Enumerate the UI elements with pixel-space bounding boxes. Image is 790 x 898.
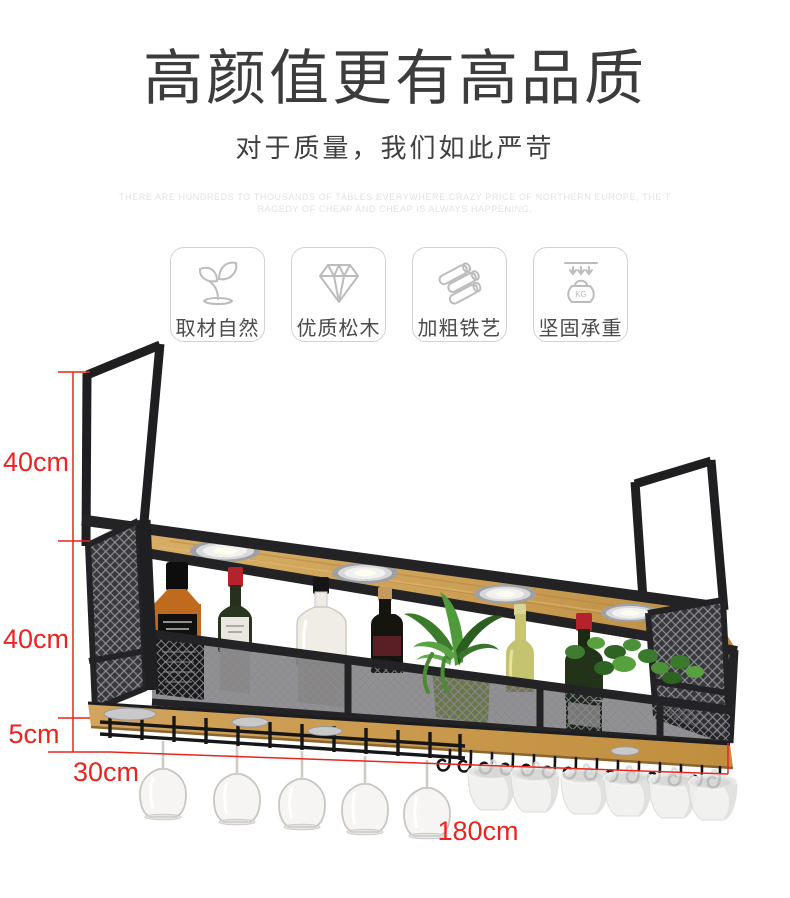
board-top-edge xyxy=(87,701,731,746)
bottle-red-wine-1 xyxy=(218,567,252,652)
cabinet-front-top-rail xyxy=(145,548,738,656)
right-hanging-frame xyxy=(630,456,729,615)
english-caption-line2: RAGEDY OF CHEAP AND CHEAP IS ALWAYS HAPP… xyxy=(257,204,533,214)
left-mesh-panel xyxy=(85,518,149,712)
feature-badge-natural: 取材自然 xyxy=(170,247,265,342)
dim-length: 180cm xyxy=(437,816,518,846)
dim-upper-height: 40cm xyxy=(3,447,69,477)
feature-badge-pine: 优质松木 xyxy=(291,247,386,342)
dim-depth: 30cm xyxy=(73,757,139,787)
english-caption: THERE ARE HUNDREDS TO THOUSANDS OF TABLE… xyxy=(0,191,790,215)
sprout-icon xyxy=(198,261,237,305)
dimension-labels: 40cm 40cm 5cm 30cm 180cm xyxy=(3,447,519,846)
plant-right xyxy=(565,637,704,684)
feature-label: 优质松木 xyxy=(296,318,381,340)
board-bottom-edge xyxy=(90,725,734,770)
front-mesh-fence xyxy=(151,629,731,748)
vine-over-fence xyxy=(422,652,450,694)
load-weight-icon: KG xyxy=(563,262,598,303)
iron-pipes-icon xyxy=(438,262,481,305)
wine-rack-render: 40cm 40cm 5cm 30cm 180cm xyxy=(3,340,739,846)
page-title: 高颜值更有高品质 xyxy=(143,46,647,112)
cabinet-back-top-bar xyxy=(81,514,712,612)
dim-cabinet-height: 40cm xyxy=(3,624,69,654)
kg-badge-text: KG xyxy=(575,290,587,299)
plant-center xyxy=(404,592,503,666)
front-left-corner-post xyxy=(137,519,159,691)
feature-badge-iron: 加粗铁艺 xyxy=(412,247,507,342)
left-hanging-frame xyxy=(81,340,165,547)
product-illustration: 40cm 40cm 5cm 30cm 180cm xyxy=(0,340,790,898)
feature-label: 坚固承重 xyxy=(538,318,623,340)
feature-label: 加粗铁艺 xyxy=(417,318,502,340)
glass-base-plates xyxy=(103,707,640,756)
feature-label: 取材自然 xyxy=(175,318,260,340)
dim-board-thickness: 5cm xyxy=(8,719,59,749)
bottle-dark-cork xyxy=(371,587,403,673)
stemware-rails xyxy=(99,712,466,760)
hanging-wine-glasses xyxy=(138,739,452,841)
english-caption-line1: THERE ARE HUNDREDS TO THOUSANDS OF TABLE… xyxy=(119,192,671,202)
diamond-icon xyxy=(318,264,359,303)
feature-badges: 取材自然 优质松木 加粗铁艺 xyxy=(170,247,628,342)
dimension-lines xyxy=(48,371,729,775)
feature-badge-load: KG 坚固承重 xyxy=(533,247,628,342)
page-subtitle: 对于质量，我们如此严苛 xyxy=(235,134,555,163)
